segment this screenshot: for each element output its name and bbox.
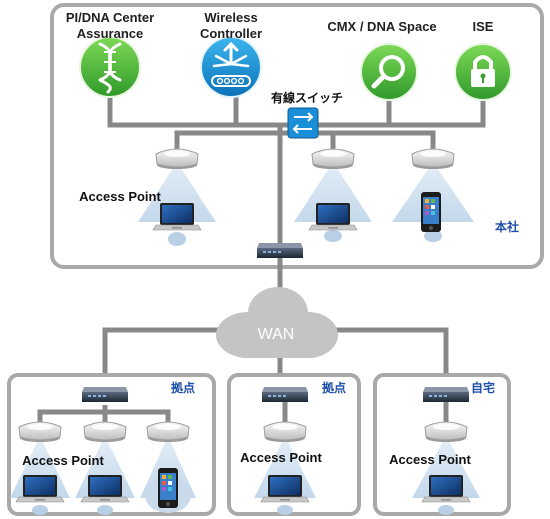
app-label-cmx: CMX / DNA Space (327, 19, 436, 34)
branch-2-box (227, 373, 361, 516)
laptop-icon[interactable] (421, 474, 471, 503)
wireless-controller-icon[interactable] (200, 36, 262, 98)
access-point-icon[interactable] (424, 421, 468, 443)
access-point-icon[interactable] (83, 421, 127, 443)
laptop-icon[interactable] (15, 474, 65, 503)
smartphone-icon[interactable] (421, 192, 441, 232)
wan-cloud (216, 287, 338, 358)
access-point-icon[interactable] (18, 421, 62, 443)
access-point-icon[interactable] (155, 148, 199, 170)
laptop-icon[interactable] (152, 202, 202, 231)
branch-2-switch-icon[interactable] (262, 387, 308, 402)
dna-helix-icon[interactable] (79, 36, 141, 98)
hq-site-label: 本社 (495, 219, 519, 234)
branch-1-switch-icon[interactable] (82, 387, 128, 402)
branch-2-ap-label: Access Point (240, 450, 322, 465)
magnifier-icon[interactable] (360, 43, 418, 101)
padlock-icon[interactable] (454, 43, 512, 101)
smartphone-icon[interactable] (158, 468, 178, 508)
wired-switch-icon[interactable] (287, 107, 319, 139)
branch-1-ap-label: Access Point (22, 453, 104, 468)
app-label-ise: ISE (473, 19, 494, 34)
laptop-icon[interactable] (80, 474, 130, 503)
access-point-icon[interactable] (146, 421, 190, 443)
hq-edge-switch-icon[interactable] (257, 243, 303, 258)
laptop-icon[interactable] (308, 202, 358, 231)
access-point-icon[interactable] (311, 148, 355, 170)
access-point-icon[interactable] (263, 421, 307, 443)
branch-2-site-label: 拠点 (322, 380, 346, 395)
app-label-wlc-line1: Wireless (204, 10, 257, 25)
app-label-pi-dna-line1: PI/DNA Center (66, 10, 154, 25)
home-ap-label: Access Point (389, 452, 471, 467)
laptop-icon[interactable] (260, 474, 310, 503)
branch-1-site-label: 拠点 (171, 380, 195, 395)
app-label-pi-dna-line2: Assurance (77, 26, 143, 41)
home-switch-icon[interactable] (423, 387, 469, 402)
home-site-label: 自宅 (471, 380, 495, 395)
access-point-icon[interactable] (411, 148, 455, 170)
hq-ap-label: Access Point (79, 189, 161, 204)
app-label-wlc-line2: Controller (200, 26, 262, 41)
wired-switch-label: 有線スイッチ (271, 90, 343, 105)
wan-label: WAN (258, 326, 295, 343)
